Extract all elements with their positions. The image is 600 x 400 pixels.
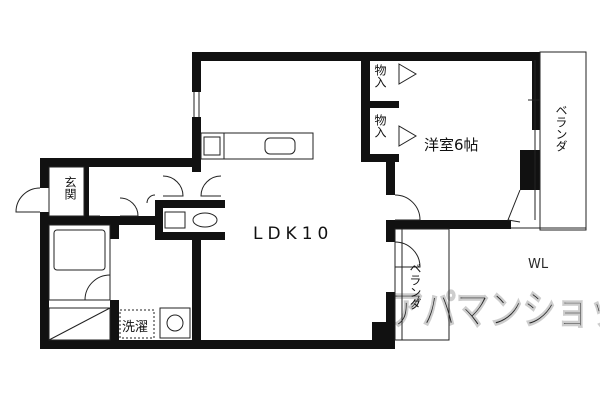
laundry-label: 洗濯	[122, 320, 148, 335]
watermark-small: WL	[528, 257, 549, 272]
ldk-label: LDK10	[253, 224, 333, 244]
veranda-bottom-label: ベランダ	[408, 262, 422, 310]
walls	[40, 52, 540, 349]
labels: LDK10 洋室6帖 洗濯	[122, 136, 479, 335]
veranda-right-label: ベランダ	[554, 104, 568, 152]
storage-label-bottom: 物入	[373, 114, 387, 138]
entrance-label: 玄関	[63, 176, 77, 200]
thin-lines	[48, 51, 587, 341]
watermark: アパマンショップ WL	[389, 257, 600, 334]
storage-label-top: 物入	[373, 64, 387, 88]
western-room-label: 洋室6帖	[424, 136, 479, 154]
doors	[15, 63, 521, 301]
watermark-text: アパマンショップ	[390, 286, 600, 334]
